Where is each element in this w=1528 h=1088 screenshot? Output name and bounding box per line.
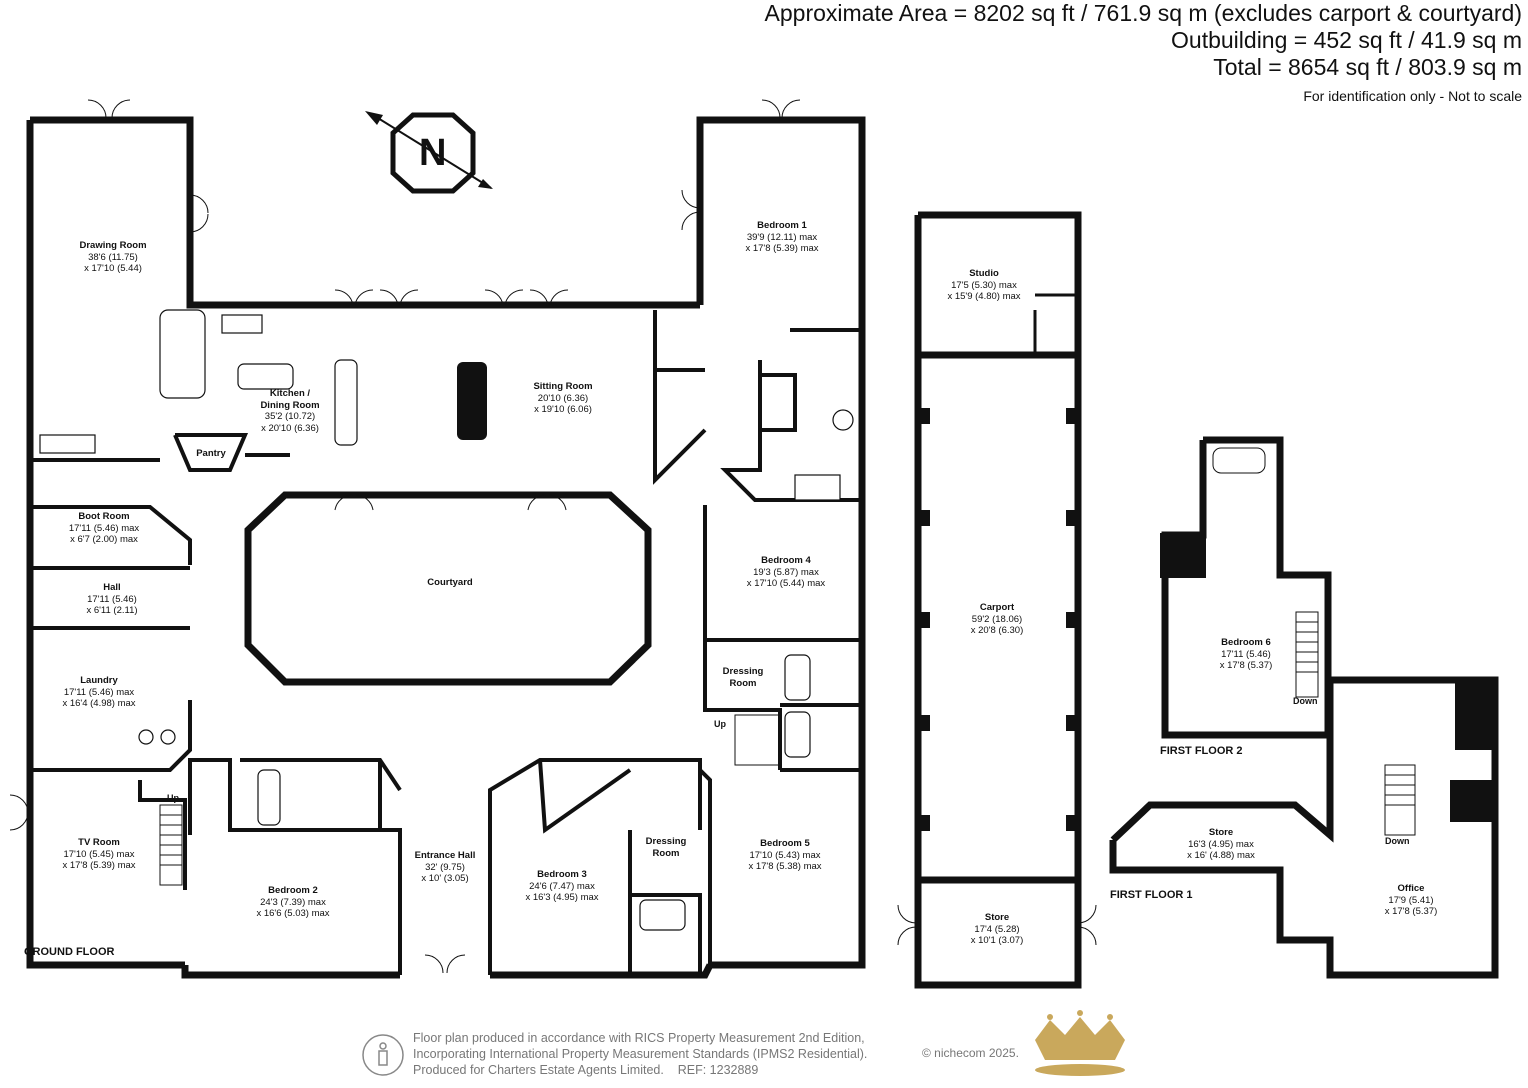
crown-logo xyxy=(1035,1010,1125,1076)
stair-down-label-2: Down xyxy=(1385,836,1410,846)
door-swings xyxy=(9,99,1097,974)
outbuilding-walls xyxy=(914,211,1082,989)
room-pantry: Pantry xyxy=(196,448,226,459)
carport-pillars xyxy=(918,408,1078,831)
ground-stairs xyxy=(159,714,781,886)
stair-up-label-2: Up xyxy=(714,719,726,729)
room-courtyard: Courtyard xyxy=(427,577,473,588)
chimney-block-2 xyxy=(1455,680,1497,750)
approximate-area-text: Approximate Area = 8202 sq ft / 761.9 sq… xyxy=(764,0,1522,26)
ground-floor-label: GROUND FLOOR xyxy=(24,946,115,958)
stair-up-label-1: Up xyxy=(167,793,179,803)
first-floor-2-walls xyxy=(1161,436,1332,739)
disclaimer-text: For identification only - Not to scale xyxy=(1303,88,1522,104)
copyright-text: © nichecom 2025. xyxy=(922,1046,1019,1060)
compass-rose xyxy=(365,111,493,194)
ground-floor-partitions xyxy=(30,310,862,975)
ground-floor-walls xyxy=(26,116,866,979)
fireplace xyxy=(457,362,487,440)
stair-down-label-1: Down xyxy=(1293,696,1318,706)
ground-floor-fixtures xyxy=(39,309,854,931)
chimney-block-1 xyxy=(1160,533,1206,578)
total-area-text: Total = 8654 sq ft / 803.9 sq m xyxy=(1213,54,1522,80)
first-floor-2-label: FIRST FLOOR 2 xyxy=(1160,745,1243,757)
outbuilding-area-text: Outbuilding = 452 sq ft / 41.9 sq m xyxy=(1171,27,1522,53)
compass-north-label: N xyxy=(419,132,447,174)
first-floor-1-stairs xyxy=(1384,764,1416,836)
footer-notes: Floor plan produced in accordance with R… xyxy=(413,1031,868,1077)
person-icon xyxy=(362,1034,404,1076)
studio-partitions xyxy=(1033,293,1078,355)
chimney-block-3 xyxy=(1450,780,1497,822)
first-floor-2-stairs xyxy=(1212,447,1319,698)
first-floor-1-label: FIRST FLOOR 1 xyxy=(1110,889,1193,901)
first-floor-1-walls xyxy=(1109,676,1499,979)
